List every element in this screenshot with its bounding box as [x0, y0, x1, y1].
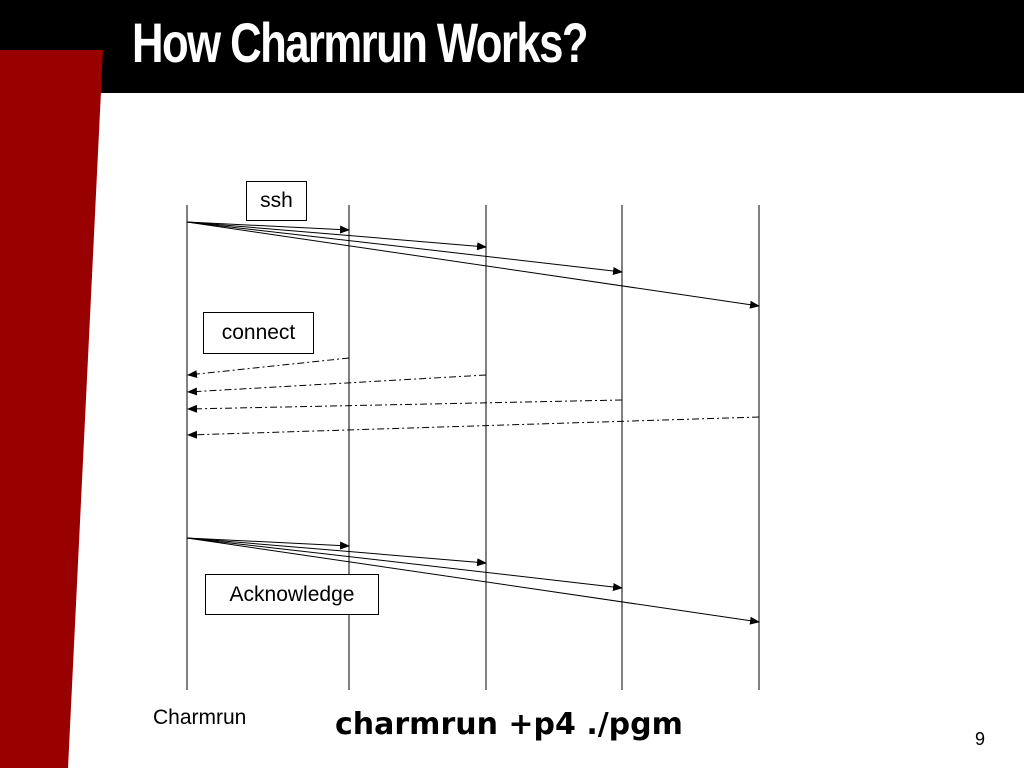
connect-arrows: [187, 357, 760, 439]
acknowledge-arrows: [186, 537, 760, 625]
connect-arrow-2: [187, 374, 487, 396]
acknowledge-label: Acknowledge: [205, 574, 379, 615]
connect-label: connect: [203, 312, 314, 354]
ack-arrow-1: [186, 537, 350, 550]
page-number: 9: [975, 729, 986, 749]
ssh-arrow-2: [186, 221, 487, 251]
connect-arrow-3: [187, 399, 623, 413]
ack-arrow-2: [186, 537, 487, 567]
ssh-arrows: [186, 221, 760, 309]
ack-arrow-4: [186, 537, 760, 625]
connect-arrow-4: [187, 416, 760, 439]
command-text: charmrun +p4 ./pgm: [335, 707, 683, 742]
connect-arrow-1: [187, 357, 350, 379]
slide-title: How Charmrun Works?: [132, 11, 588, 74]
charmrun-label: Charmrun: [153, 706, 247, 729]
title-bar: [0, 0, 1024, 93]
ssh-arrow-3: [186, 221, 623, 275]
ssh-arrow-1: [186, 221, 350, 234]
ack-arrow-3: [186, 537, 623, 591]
ssh-arrow-4: [186, 221, 760, 309]
ssh-label: ssh: [246, 181, 307, 221]
